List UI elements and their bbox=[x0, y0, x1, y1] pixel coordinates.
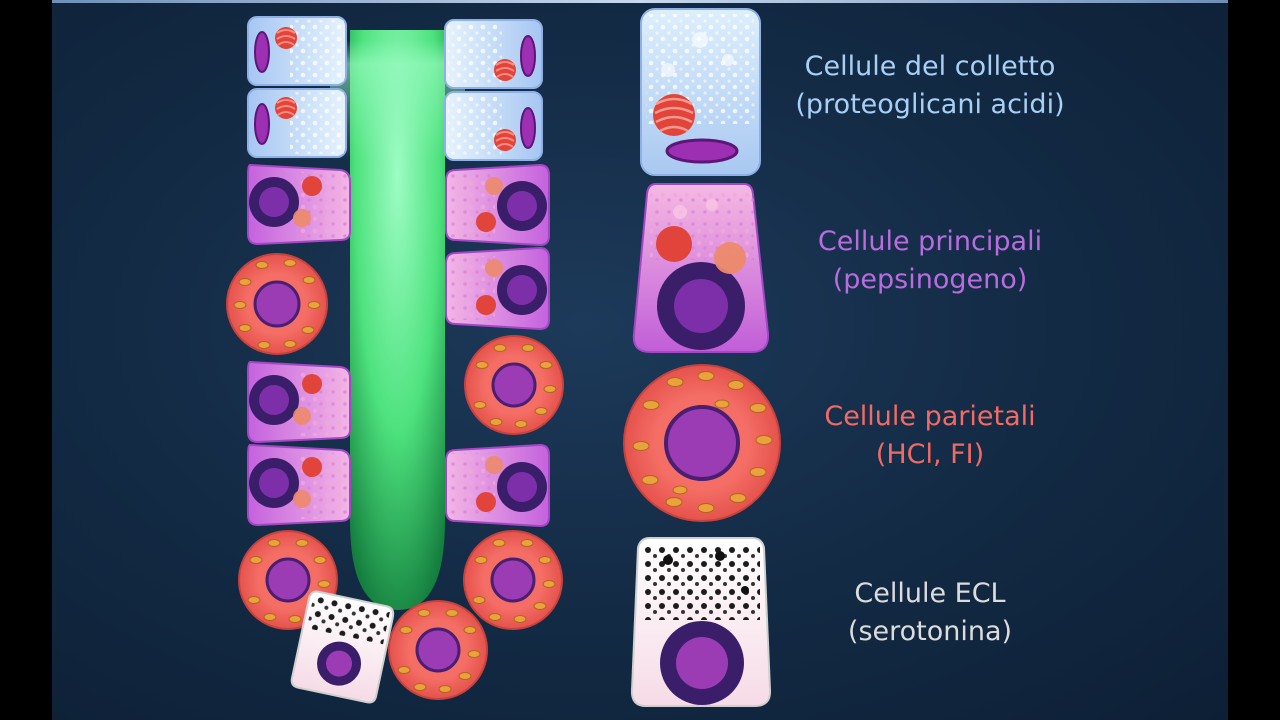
parietal-cell bbox=[238, 530, 338, 630]
parietal-nucleus bbox=[491, 362, 537, 408]
label-chief-title: Cellule principali bbox=[817, 226, 1043, 257]
collar-nucleus bbox=[254, 31, 270, 73]
ecl-cell bbox=[290, 590, 395, 704]
lumen-glow bbox=[330, 40, 465, 160]
parietal-nucleus bbox=[253, 280, 301, 328]
golgi-apparatus bbox=[653, 94, 695, 136]
chief-cell bbox=[247, 360, 351, 444]
collar-nucleus bbox=[665, 138, 739, 164]
parietal-cell bbox=[226, 253, 328, 355]
collar-nucleus bbox=[520, 35, 536, 77]
legend-collar-cell bbox=[640, 8, 761, 176]
parietal-cell bbox=[464, 335, 564, 435]
mitochondria bbox=[247, 539, 331, 623]
label-collar-cells: Cellule del colletto (proteoglicani acid… bbox=[770, 48, 1090, 124]
legend-ecl-cell bbox=[630, 537, 772, 707]
label-chief-secretion: (pepsinogeno) bbox=[832, 264, 1028, 295]
parietal-cell bbox=[463, 530, 563, 630]
zymogen-granules bbox=[656, 226, 692, 262]
gland-lumen bbox=[350, 30, 445, 610]
label-collar-secretion: (proteoglicani acidi) bbox=[795, 89, 1065, 120]
mitochondria bbox=[632, 371, 773, 513]
collar-cell bbox=[247, 16, 347, 86]
zymogen-granules bbox=[476, 295, 496, 315]
label-ecl-title: Cellule ECL bbox=[854, 578, 1006, 609]
parietal-nucleus bbox=[415, 627, 461, 673]
collar-cell bbox=[444, 91, 543, 161]
chief-cell bbox=[247, 163, 351, 246]
parietal-nucleus bbox=[265, 557, 311, 603]
collar-nucleus bbox=[254, 103, 270, 145]
legend-parietal-cell bbox=[623, 364, 781, 522]
zymogen-granules bbox=[302, 176, 322, 196]
zymogen-granules bbox=[476, 492, 496, 512]
zymogen-granules bbox=[302, 457, 322, 477]
golgi-apparatus bbox=[494, 129, 516, 151]
label-parietal-secretion: (HCl, FI) bbox=[875, 439, 985, 470]
chief-cell bbox=[445, 163, 550, 247]
label-parietal-title: Cellule parietali bbox=[824, 401, 1036, 432]
label-ecl-cells: Cellule ECL (serotonina) bbox=[770, 575, 1090, 651]
golgi-apparatus bbox=[275, 97, 297, 119]
mitochondria bbox=[472, 539, 556, 623]
golgi-apparatus bbox=[494, 59, 516, 81]
label-collar-title: Cellule del colletto bbox=[804, 51, 1056, 82]
mitochondria bbox=[233, 259, 321, 349]
collar-cell bbox=[247, 88, 347, 158]
mitochondria bbox=[397, 609, 481, 693]
collar-cell bbox=[444, 19, 543, 89]
parietal-nucleus bbox=[490, 557, 536, 603]
chief-cell bbox=[247, 443, 351, 527]
chief-cell bbox=[445, 246, 550, 331]
chief-cell bbox=[445, 443, 550, 528]
mitochondria bbox=[473, 344, 557, 428]
label-ecl-secretion: (serotonina) bbox=[847, 616, 1013, 647]
label-chief-cells: Cellule principali (pepsinogeno) bbox=[770, 223, 1090, 299]
collar-nucleus bbox=[520, 107, 536, 149]
legend-chief-cell bbox=[632, 183, 770, 353]
parietal-cell bbox=[388, 600, 488, 700]
label-parietal-cells: Cellule parietali (HCl, FI) bbox=[770, 398, 1090, 474]
slide-top-border bbox=[52, 0, 1228, 3]
parietal-nucleus bbox=[664, 405, 740, 481]
zymogen-granules bbox=[476, 212, 496, 232]
zymogen-granules bbox=[302, 374, 322, 394]
golgi-apparatus bbox=[275, 27, 297, 49]
